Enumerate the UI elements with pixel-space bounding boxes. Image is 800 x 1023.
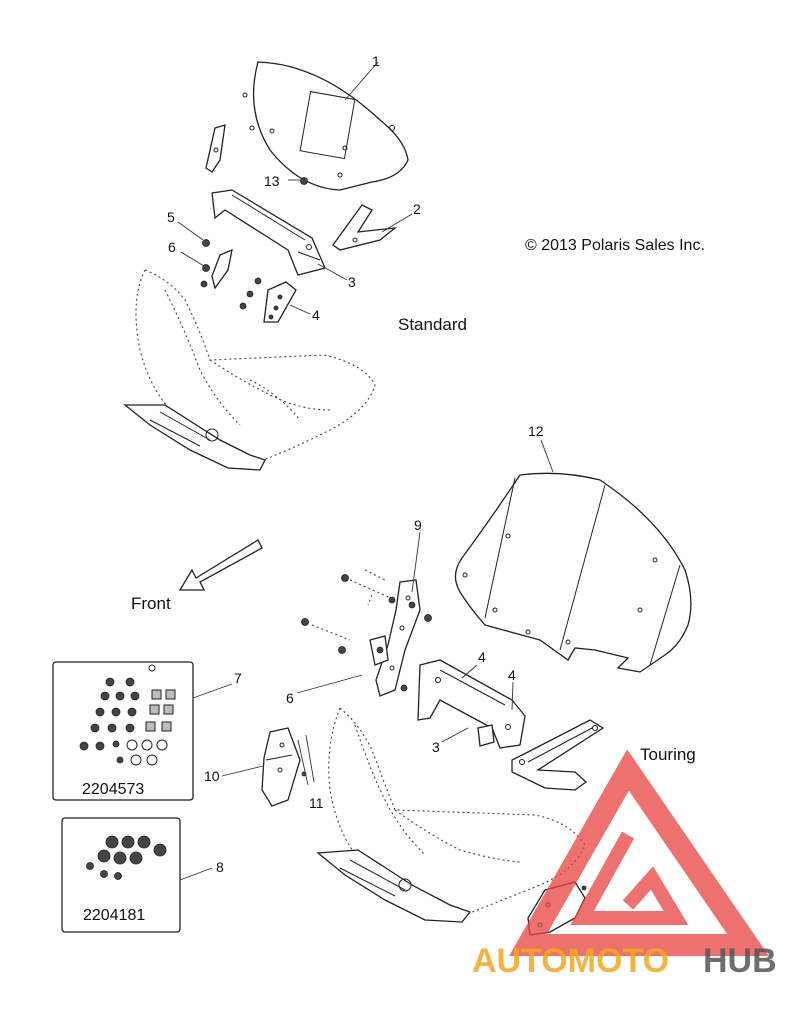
mount-bracket-part-4-touring [417, 659, 526, 749]
callout-10: 10 [204, 768, 220, 784]
screw-part-13 [288, 177, 308, 185]
kit-7-leader [192, 683, 233, 699]
callout-11: 11 [309, 795, 324, 811]
callout-12: 12 [528, 423, 544, 439]
callout-2: 2 [413, 201, 421, 217]
kit-8-part-number: 2204181 [83, 907, 145, 924]
callout-3-touring: 3 [432, 739, 440, 755]
hardware-part-5 [202, 239, 210, 247]
watermark-brand-part-2: HUB [703, 942, 777, 980]
kit-box-8 [61, 817, 181, 933]
callout-leaders [177, 61, 554, 777]
direction-label-front: Front [131, 594, 171, 613]
kit-7-part-number: 2204573 [82, 781, 144, 798]
callout-5: 5 [167, 209, 175, 225]
deflector-part-2 [332, 204, 398, 251]
side-panel-part-10 [261, 727, 301, 807]
bracket-part-3-standard [211, 189, 326, 276]
hardware-part-6-standard [200, 248, 262, 310]
callout-6-standard: 6 [168, 239, 176, 255]
watermark-brand-part-1: AUTOMOTO [472, 942, 669, 980]
touring-side-deflector [511, 719, 605, 791]
small-left-bracket [205, 124, 226, 173]
standard-windshield-part-1 [242, 61, 409, 191]
touring-windshield-part-12 [454, 472, 692, 673]
callout-4-standard: 4 [312, 307, 320, 323]
touring-hardware-group [301, 569, 432, 692]
kit-box-7 [52, 661, 194, 801]
triangle-logo-icon [509, 749, 769, 956]
standard-hood-fairing [123, 269, 376, 471]
callout-9: 9 [414, 517, 422, 533]
callout-8: 8 [216, 859, 224, 875]
callout-7: 7 [234, 670, 242, 686]
callout-13: 13 [264, 173, 280, 189]
view-label-standard: Standard [398, 315, 467, 334]
copyright-notice: © 2013 Polaris Sales Inc. [525, 237, 705, 254]
callout-3-standard: 3 [348, 274, 356, 290]
callout-1: 1 [372, 53, 380, 69]
bracket-part-9 [369, 579, 421, 697]
callout-6-touring: 6 [286, 690, 294, 706]
callout-4-touring-b: 4 [508, 667, 516, 683]
front-direction-arrow-icon [178, 539, 263, 591]
pin-part-11 [297, 734, 315, 786]
touring-hood-fairing [316, 707, 586, 923]
view-label-touring: Touring [640, 745, 696, 764]
kit-8-leader [179, 867, 213, 881]
trim-part-4-standard [263, 281, 297, 323]
callout-4-touring-a: 4 [478, 649, 486, 665]
